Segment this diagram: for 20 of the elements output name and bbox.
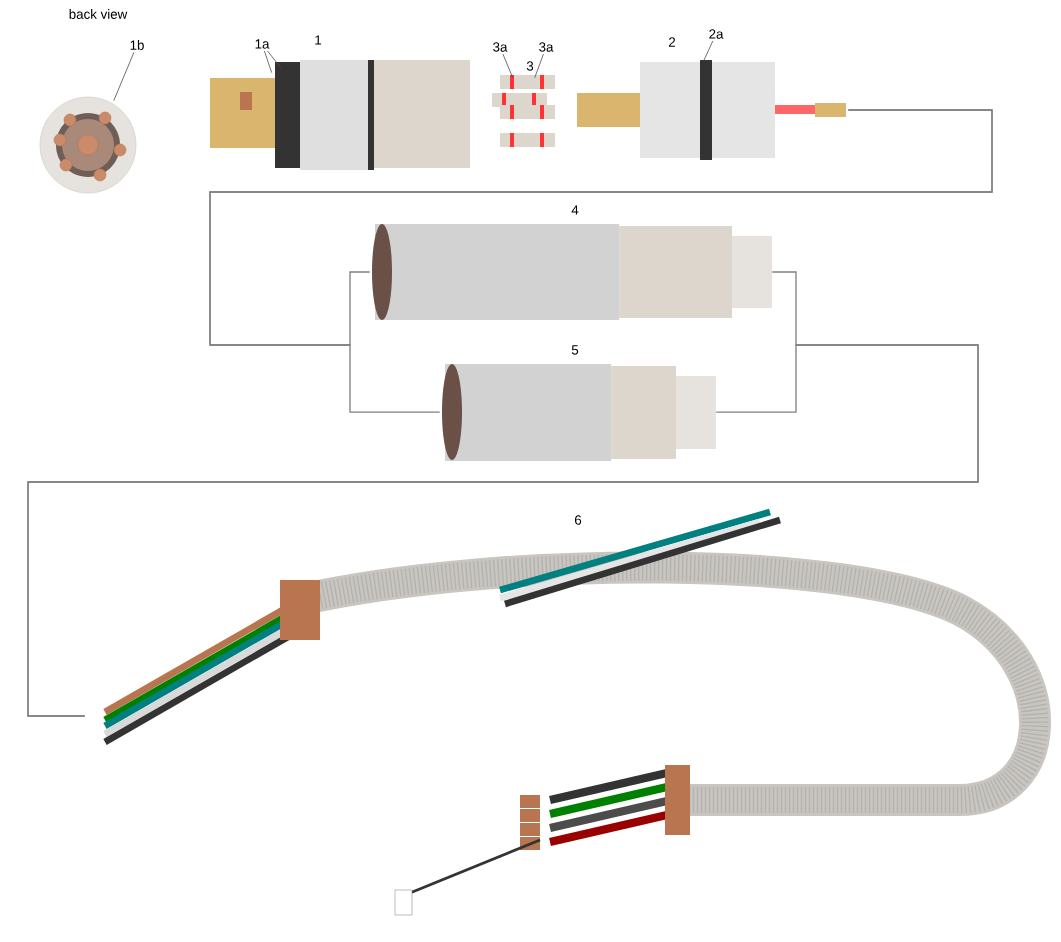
part-number: 4 xyxy=(571,205,579,215)
connector-line xyxy=(209,109,993,413)
part-number: 3 xyxy=(526,61,534,71)
callout-label: 3a xyxy=(539,42,554,52)
callout-label: 3a xyxy=(493,42,508,52)
leader-line xyxy=(502,53,514,79)
part-number: 2 xyxy=(668,37,676,47)
part-number: 1 xyxy=(315,35,322,45)
part-number: 6 xyxy=(574,515,582,525)
connector-line xyxy=(27,344,979,717)
leader-line xyxy=(113,51,135,102)
callout-label: 1b xyxy=(130,40,144,50)
part-number: 5 xyxy=(571,345,579,355)
view-caption: back view xyxy=(69,9,128,19)
leader-line xyxy=(534,53,544,79)
leader-line xyxy=(267,50,282,69)
leader-line xyxy=(263,50,273,74)
connector-back-drawing xyxy=(39,96,137,194)
leader-line xyxy=(703,40,714,62)
callout-label: 2a xyxy=(709,29,724,39)
